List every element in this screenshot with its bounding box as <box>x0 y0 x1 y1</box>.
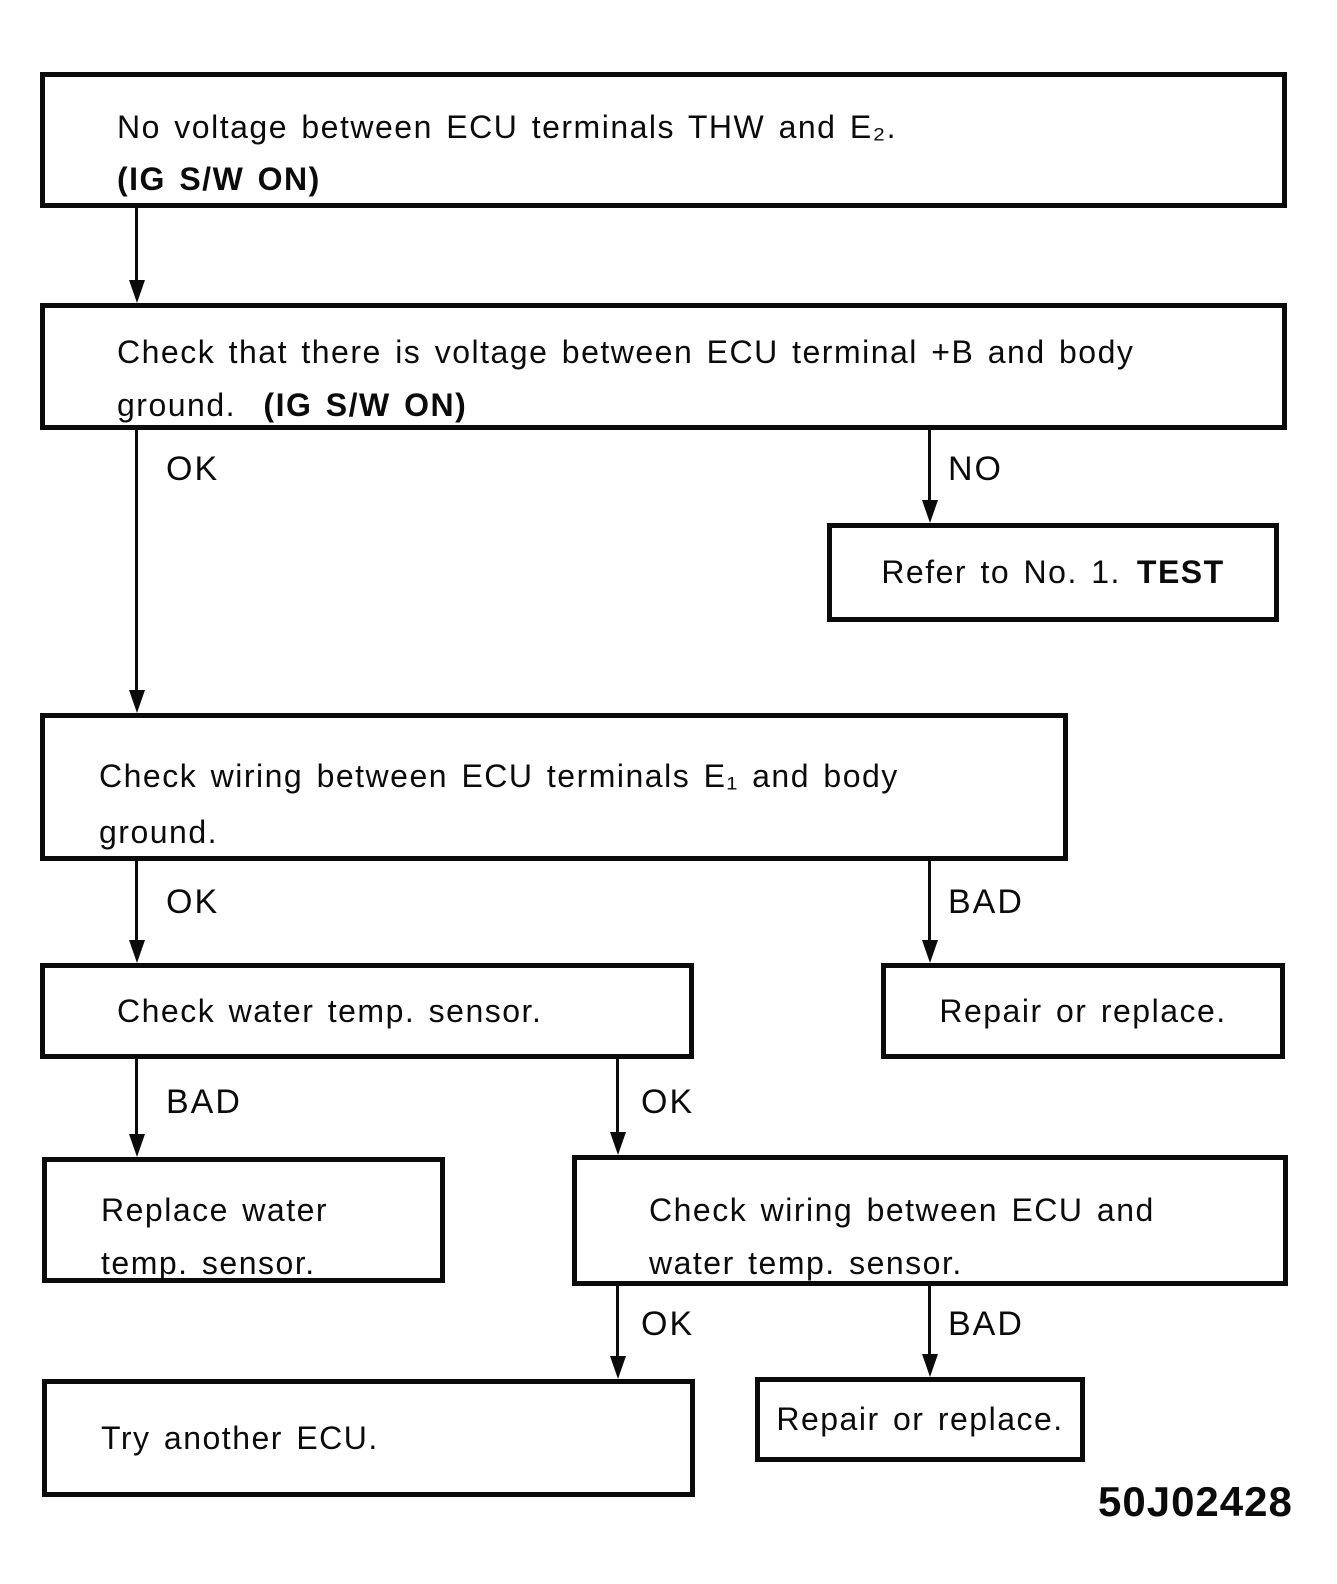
flow-box-check-b-voltage: Check that there is voltage between ECU … <box>40 303 1287 430</box>
branch-label-bad: BAD <box>948 883 1024 921</box>
flow-box-text: Refer to No. 1. <box>881 554 1121 590</box>
flow-box-text: Replace water <box>101 1192 329 1228</box>
connector-check-b-no-to-refer <box>928 430 931 502</box>
flow-box-replace-water-temp-sensor: Replace water temp. sensor. <box>42 1157 445 1283</box>
down-arrow-icon <box>922 500 938 523</box>
flow-box-text-emphasis: (IG S/W ON) <box>263 387 468 423</box>
connector-e1-ok-to-sensor-check <box>135 861 138 942</box>
connector-ecu-wiring-bad-to-repair <box>928 1286 931 1356</box>
branch-label-bad: BAD <box>948 1305 1024 1343</box>
flow-box-text: Check wiring between ECU and <box>649 1192 1155 1228</box>
down-arrow-icon <box>922 940 938 963</box>
flow-box-check-water-temp-sensor: Check water temp. sensor. <box>40 963 694 1059</box>
flow-box-text: ground. (IG S/W ON) <box>117 387 468 423</box>
flow-box-text: ground. <box>99 814 219 850</box>
branch-label-ok: OK <box>641 1305 695 1343</box>
down-arrow-icon <box>922 1354 938 1377</box>
flow-box-text: No voltage between ECU terminals THW and… <box>117 109 898 145</box>
connector-sensor-ok-to-ecu-wiring <box>616 1059 619 1133</box>
connector-no-voltage-to-check-b <box>135 208 138 282</box>
flow-box-text: Try another ECU. <box>101 1419 379 1456</box>
figure-number: 50J02428 <box>1098 1478 1293 1525</box>
down-arrow-icon <box>129 1134 145 1157</box>
flow-box-text: Check that there is voltage between ECU … <box>117 334 1135 370</box>
flow-box-repair-or-replace-top: Repair or replace. <box>881 963 1285 1059</box>
down-arrow-icon <box>610 1132 626 1155</box>
down-arrow-icon <box>610 1356 626 1379</box>
connector-ecu-wiring-ok-to-try-ecu <box>616 1286 619 1358</box>
down-arrow-icon <box>129 690 145 713</box>
branch-label-ok: OK <box>166 450 220 488</box>
down-arrow-icon <box>129 940 145 963</box>
connector-check-b-ok-to-e1-wiring <box>135 430 138 692</box>
flow-box-repair-or-replace-bottom: Repair or replace. <box>755 1377 1085 1462</box>
flow-box-text: Check wiring between ECU terminals E₁ an… <box>99 758 899 794</box>
flow-box-check-ecu-sensor-wiring: Check wiring between ECU and water temp.… <box>572 1155 1288 1286</box>
connector-sensor-bad-to-replace <box>135 1059 138 1135</box>
flow-box-text: temp. sensor. <box>101 1245 316 1281</box>
flow-box-no-voltage: No voltage between ECU terminals THW and… <box>40 72 1287 208</box>
branch-label-ok: OK <box>641 1083 695 1121</box>
flow-box-text: water temp. sensor. <box>649 1245 963 1281</box>
flow-box-text: Repair or replace. <box>776 1401 1064 1437</box>
branch-label-no: NO <box>948 450 1003 488</box>
flow-box-check-e1-wiring: Check wiring between ECU terminals E₁ an… <box>40 713 1068 861</box>
flow-box-text-emphasis: TEST <box>1136 554 1225 590</box>
flow-box-try-another-ecu: Try another ECU. <box>42 1379 695 1497</box>
flow-box-text: Check water temp. sensor. <box>117 992 543 1029</box>
branch-label-bad: BAD <box>166 1083 242 1121</box>
connector-e1-bad-to-repair <box>928 861 931 942</box>
flow-box-refer-test: Refer to No. 1. TEST <box>827 523 1279 622</box>
flow-box-text: Repair or replace. <box>939 992 1227 1029</box>
branch-label-ok: OK <box>166 883 220 921</box>
down-arrow-icon <box>129 280 145 303</box>
flow-box-text-emphasis: (IG S/W ON) <box>117 161 321 197</box>
